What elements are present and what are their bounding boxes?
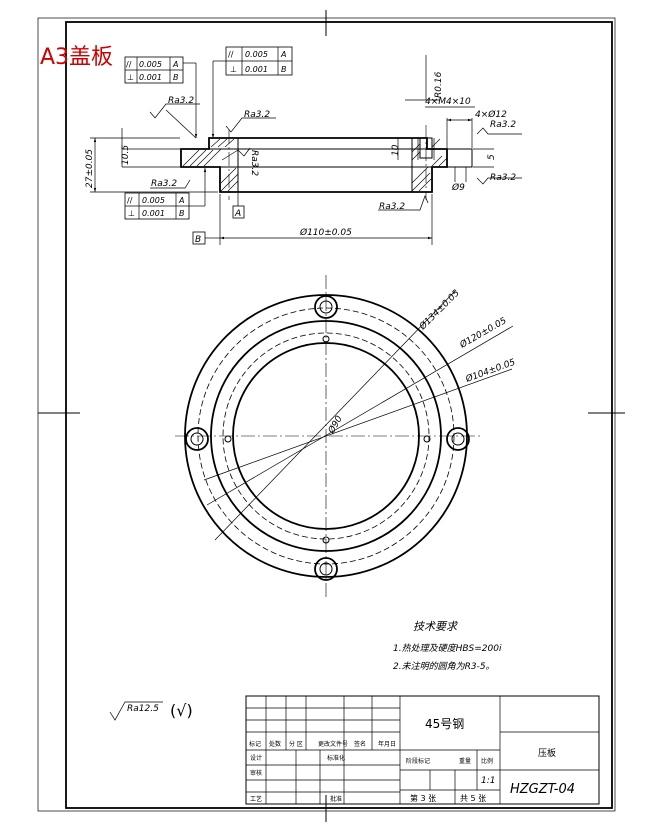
svg-text:分 区: 分 区 xyxy=(289,740,303,748)
roughness-marks: Ra3.2 Ra3.2 Ra3.2 Ra3.2 Ra3.2 Ra3.2 Ra3.… xyxy=(149,96,522,212)
outer-frame xyxy=(37,17,616,812)
svg-text:0.001: 0.001 xyxy=(245,65,268,74)
title-drawing-no: HZGZT-04 xyxy=(510,782,575,797)
dim-d134: Ø134±0.05 xyxy=(417,287,462,332)
centering-marks xyxy=(38,10,625,822)
svg-text:0.001: 0.001 xyxy=(142,209,165,218)
svg-text:0.005: 0.005 xyxy=(139,60,162,69)
dim-height-left: 27±0.05 xyxy=(85,149,95,188)
tech-line-1: 1.热处理及硬度HBS=200i xyxy=(393,643,502,654)
svg-text:标准化: 标准化 xyxy=(327,754,345,762)
dim-hole-d9: Ø9 xyxy=(451,182,465,193)
dim-r016: R0.16 xyxy=(434,71,444,98)
dim-depth-10: 10 xyxy=(391,144,401,156)
svg-text:B: B xyxy=(179,209,185,218)
datum-a: A xyxy=(232,193,245,219)
title-part-name: 压板 xyxy=(538,747,556,759)
svg-text:更改文件号: 更改文件号 xyxy=(318,740,348,748)
title-total: 共 5 张 xyxy=(460,794,486,803)
svg-text:比例: 比例 xyxy=(481,757,493,765)
svg-text:A: A xyxy=(172,60,178,69)
svg-text:⊥: ⊥ xyxy=(127,73,134,82)
svg-text://: // xyxy=(126,60,132,69)
plan-view xyxy=(175,275,514,600)
svg-text:年月日: 年月日 xyxy=(378,740,396,748)
svg-text:阶段标记: 阶段标记 xyxy=(406,757,430,765)
roughness-3: Ra3.2 xyxy=(249,150,259,176)
dim-d104: Ø104±0.05 xyxy=(463,357,517,386)
tech-heading: 技术要求 xyxy=(413,620,459,633)
roughness-7: Ra3.2 xyxy=(379,202,405,212)
tapped-holes xyxy=(224,335,431,544)
svg-text:B: B xyxy=(281,65,287,74)
roughness-6: Ra3.2 xyxy=(490,173,516,183)
svg-text:Ra12.5: Ra12.5 xyxy=(127,704,159,714)
roughness-1: Ra3.2 xyxy=(168,96,194,106)
title-block: 标记 处数 分 区 更改文件号 签名 年月日 设计 标准化 审核 工艺 批准 阶… xyxy=(245,695,600,805)
svg-text:(√): (√) xyxy=(170,701,193,720)
section-dimensions: 27±0.05 10.5 Ø110±0.05 10 R0.16 4×M4×10 … xyxy=(85,55,507,245)
dim-10-5: 10.5 xyxy=(121,145,131,165)
dim-cbore-d12: 4×Ø12 xyxy=(475,109,507,120)
svg-text:重量: 重量 xyxy=(459,757,471,765)
roughness-5: Ra3.2 xyxy=(490,120,516,130)
svg-text:设计: 设计 xyxy=(250,754,262,762)
svg-text://: // xyxy=(127,196,133,205)
svg-text:B: B xyxy=(195,235,201,245)
dim-width-110: Ø110±0.05 xyxy=(299,227,352,238)
general-roughness: Ra12.5 (√) xyxy=(109,701,193,721)
svg-text:0.001: 0.001 xyxy=(139,73,162,82)
tolerance-frame-top-left: // 0.005 A ⊥ 0.001 B xyxy=(124,56,198,138)
hatch-right xyxy=(411,138,447,192)
svg-text:A: A xyxy=(234,209,241,219)
roughness-2: Ra3.2 xyxy=(244,110,270,120)
svg-text:0.005: 0.005 xyxy=(142,196,165,205)
svg-text:审核: 审核 xyxy=(250,769,262,777)
svg-text:B: B xyxy=(173,73,179,82)
tech-requirements: 技术要求 1.热处理及硬度HBS=200i 2.未注明的圆角为R3-5。 xyxy=(393,620,502,672)
svg-text:A: A xyxy=(178,196,184,205)
datum-b: B xyxy=(192,231,220,245)
plan-dimensions: Ø134±0.05 Ø120±0.05 Ø104±0.05 Ø90 xyxy=(326,287,517,436)
svg-text://: // xyxy=(228,50,234,59)
inner-frame xyxy=(65,21,613,809)
svg-text:批准: 批准 xyxy=(330,795,342,803)
counterbore-holes xyxy=(185,295,470,581)
svg-text:标记: 标记 xyxy=(249,740,261,748)
title-sheet: 第 3 张 xyxy=(410,793,436,803)
svg-text:工艺: 工艺 xyxy=(250,795,262,803)
hatch-left xyxy=(182,138,239,192)
tech-line-2: 2.未注明的圆角为R3-5。 xyxy=(393,661,495,672)
drawing-title: A3盖板 xyxy=(40,45,113,70)
tolerance-frame-bottom: // 0.005 A ⊥ 0.001 B xyxy=(124,168,207,220)
dim-thread: 4×M4×10 xyxy=(425,97,471,107)
dim-d90: Ø90 xyxy=(326,414,345,437)
svg-text:⊥: ⊥ xyxy=(128,209,135,218)
svg-text:处数: 处数 xyxy=(269,740,281,748)
dim-cbore-5: 5 xyxy=(487,154,497,160)
section-view xyxy=(180,125,473,200)
roughness-4: Ra3.2 xyxy=(151,179,177,189)
svg-text:签名: 签名 xyxy=(354,740,366,748)
tolerance-frame-top-mid: // 0.005 A ⊥ 0.001 B xyxy=(211,46,293,138)
title-scale: 1:1 xyxy=(481,776,495,786)
title-material: 45号钢 xyxy=(425,717,464,731)
svg-text:0.005: 0.005 xyxy=(245,50,268,59)
svg-text:⊥: ⊥ xyxy=(230,65,237,74)
svg-text:A: A xyxy=(280,50,286,59)
